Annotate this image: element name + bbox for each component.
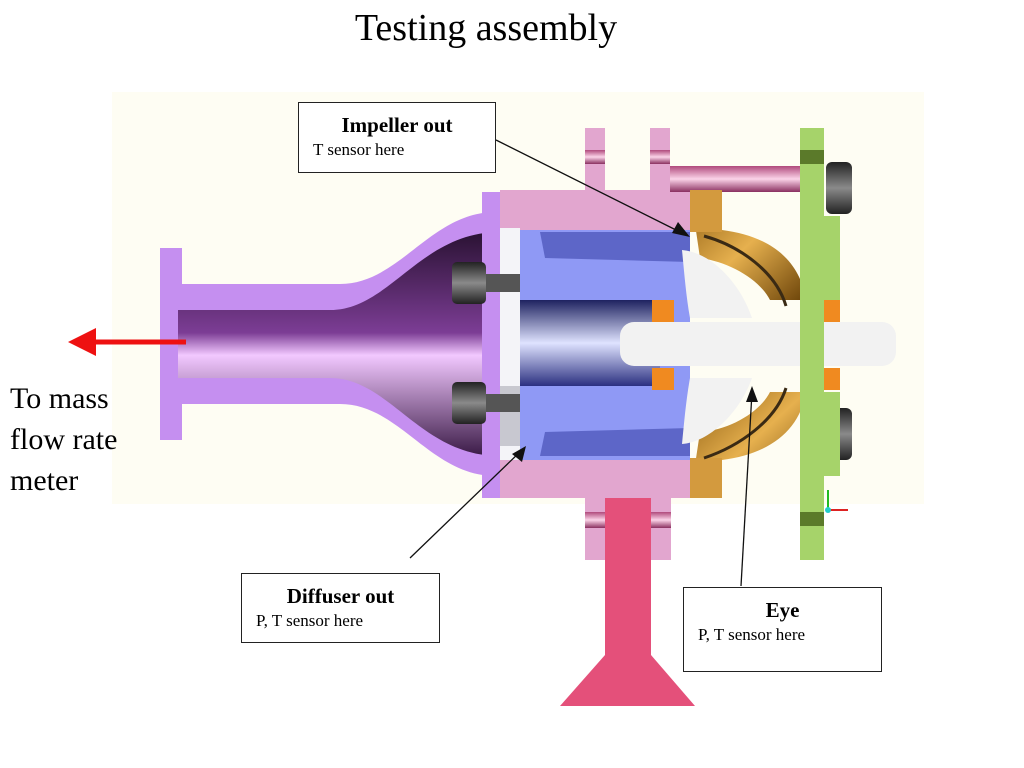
arrowhead-diffuser-out: [512, 446, 526, 462]
nozzle-mount-flange: [482, 192, 500, 498]
inlet-bell: [560, 655, 695, 706]
spacer-upper-left: [652, 300, 674, 322]
page-title: Testing assembly: [354, 7, 618, 49]
callout-diffuser-out: Diffuser out P, T sensor here: [241, 573, 440, 643]
impeller-shroud-upper: [703, 234, 788, 307]
leader-diffuser-out: [409, 449, 523, 559]
mass-flow-label-line: To mass: [10, 382, 109, 415]
impeller-blade-upper: [682, 250, 752, 318]
tab-slot-left: [585, 150, 605, 164]
impeller-shroud-lower: [703, 387, 788, 460]
arrowhead-eye: [746, 386, 758, 402]
leader-impeller-out: [495, 139, 685, 235]
shaft: [620, 322, 896, 366]
housing-body-top: [500, 190, 690, 230]
end-plate-slot-bottom: [800, 512, 824, 526]
arrowhead-impeller-out: [672, 222, 690, 237]
end-plate: [800, 128, 840, 560]
bolt-lower-shank: [486, 394, 520, 412]
axis-triad-icon: [825, 490, 848, 513]
bolt-lower-head: [452, 382, 486, 424]
end-plate-inner-top: [820, 216, 840, 300]
callout-eye: Eye P, T sensor here: [683, 587, 882, 672]
casing-strip-bottom: [690, 458, 722, 498]
end-plate-body: [800, 128, 824, 560]
tab-slot-right: [650, 150, 670, 164]
diffuser-vane-bottom: [540, 428, 690, 456]
inlet-pipe: [605, 498, 651, 658]
impeller-blade-lower: [682, 378, 752, 444]
end-plate-inner-bottom: [820, 392, 840, 476]
mass-flow-label-line: flow rate: [10, 423, 118, 456]
callout-detail: P, T sensor here: [698, 625, 806, 644]
impeller: [682, 234, 788, 460]
flow-arrow-icon: [68, 328, 186, 356]
impeller-casing: [690, 190, 806, 498]
callout-heading: Eye: [765, 598, 800, 622]
callout-detail: T sensor here: [313, 140, 405, 159]
bolt-right-top: [826, 162, 852, 214]
casing-strip-top: [690, 190, 722, 232]
bolt-upper-head: [452, 262, 486, 304]
callout-heading: Diffuser out: [286, 584, 395, 608]
inlet-stand: [560, 498, 695, 706]
spacer-lower-left: [652, 368, 674, 390]
leader-lines: [409, 139, 753, 587]
callout-detail: P, T sensor here: [256, 611, 364, 630]
end-plate-slot-top: [800, 150, 824, 164]
mass-flow-label: To mass flow rate meter: [10, 378, 117, 501]
callout-heading: Impeller out: [341, 113, 453, 137]
diffuser-vane-top: [540, 232, 690, 262]
callout-impeller-out: Impeller out T sensor here: [298, 102, 496, 173]
tie-rod: [670, 166, 805, 192]
bolt-upper-shank: [486, 274, 520, 292]
nozzle-bore: [178, 232, 500, 456]
leader-eye: [740, 391, 753, 587]
housing-body-bottom: [500, 460, 690, 498]
mass-flow-label-line: meter: [10, 464, 79, 497]
outlet-nozzle: [160, 192, 500, 498]
